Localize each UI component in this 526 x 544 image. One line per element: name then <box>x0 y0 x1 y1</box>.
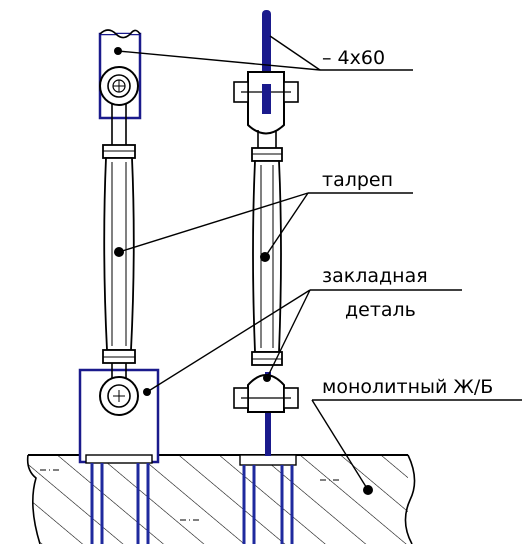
concrete-slab <box>26 454 416 544</box>
turnbuckle-label: талреп <box>322 169 393 191</box>
embedded-part-label-line2: деталь <box>345 299 416 321</box>
concrete-label: монолитный Ж/Б <box>322 376 493 398</box>
embedded-part-label-line1: закладная <box>322 265 428 287</box>
turnbuckle-right <box>233 71 299 413</box>
plate-label: – 4x60 <box>322 47 385 69</box>
embedded-part-right <box>239 372 297 544</box>
leader-lines <box>117 35 522 491</box>
turnbuckle-left <box>99 66 151 416</box>
